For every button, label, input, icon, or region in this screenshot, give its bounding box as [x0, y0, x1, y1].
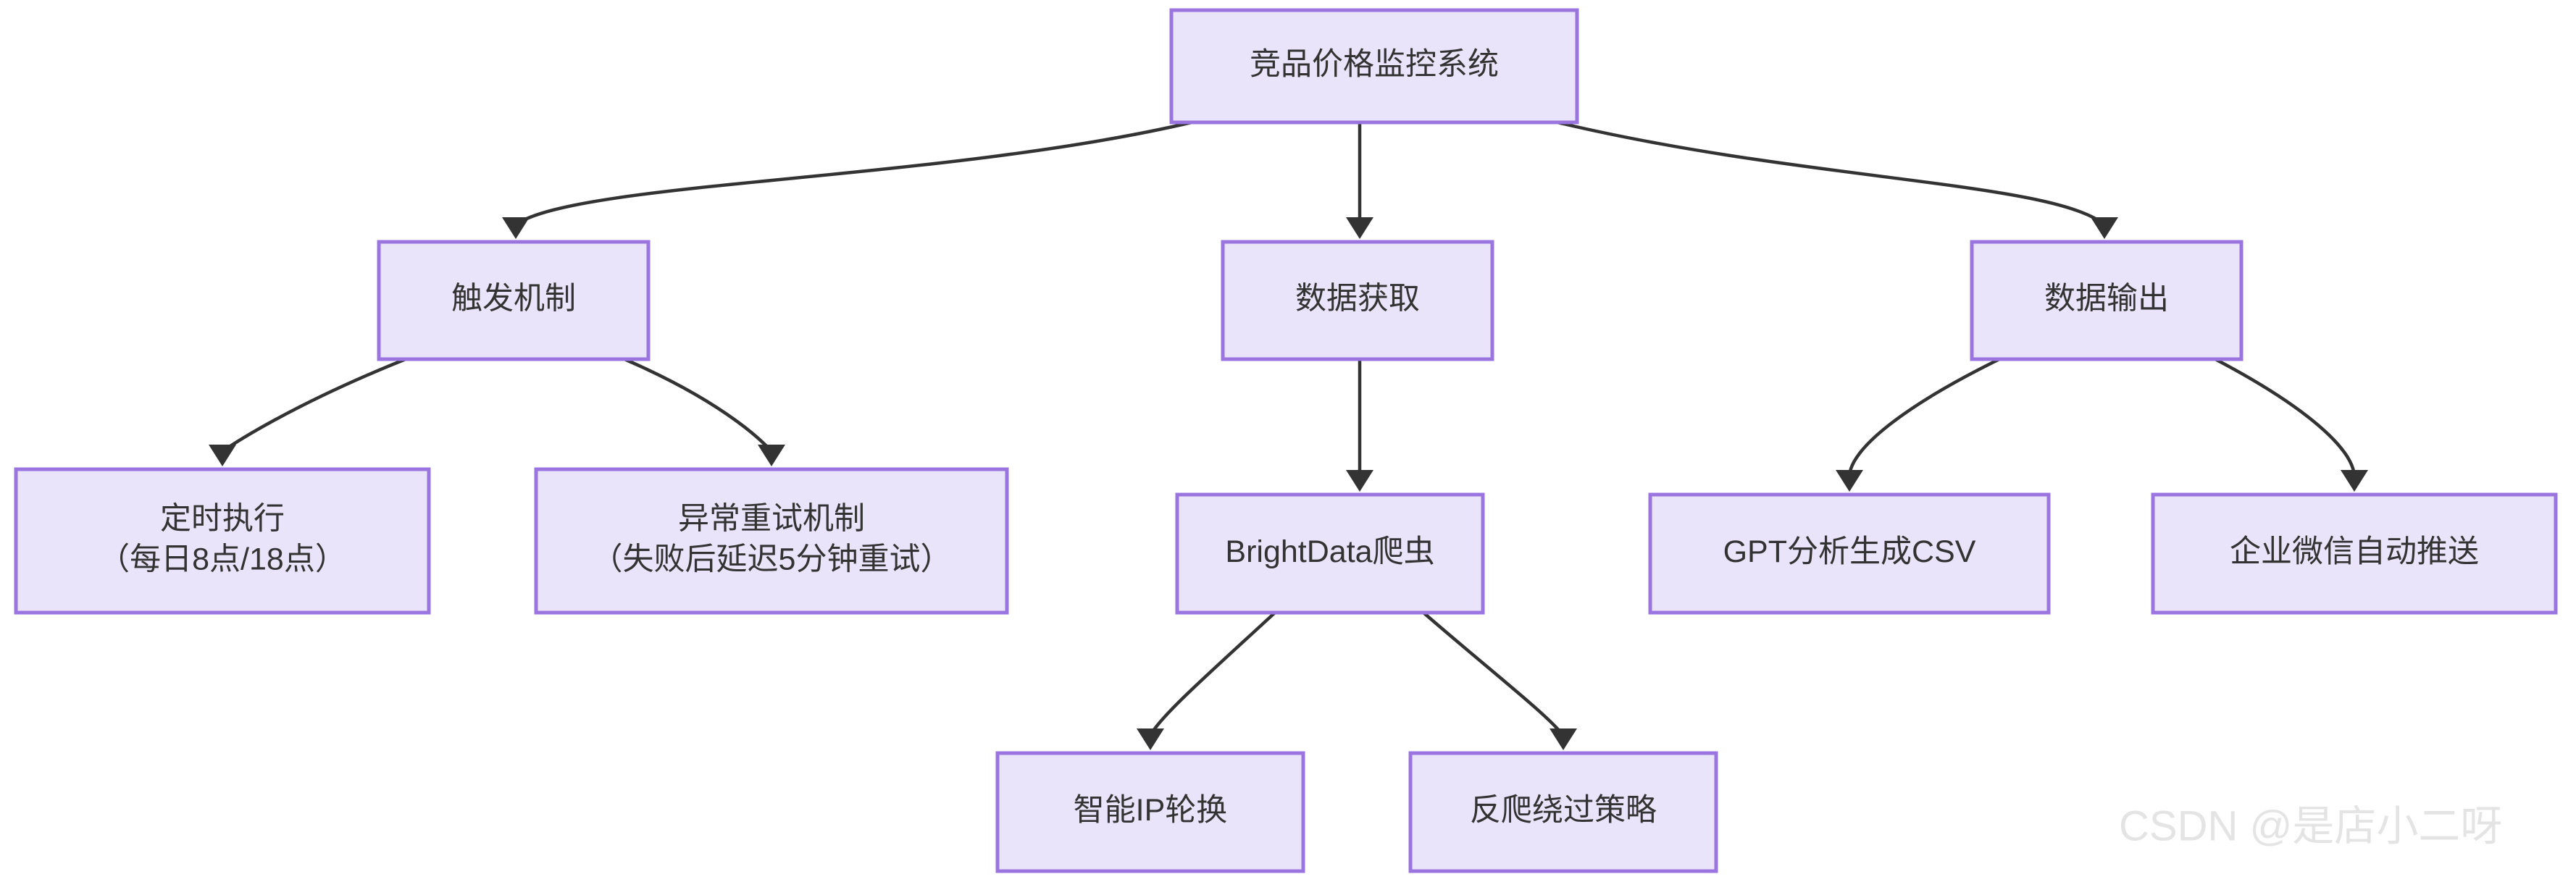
node-box[interactable]: [1221, 240, 1494, 361]
node-antibot[interactable]: 反爬绕过策略: [1408, 751, 1718, 873]
node-crawler[interactable]: BrightData爬虫: [1175, 492, 1485, 615]
arrowhead-icon: [1550, 728, 1577, 750]
edge-fetch-to-crawler: [1346, 359, 1373, 492]
node-label-antibot: 反爬绕过策略: [1470, 793, 1657, 828]
node-box[interactable]: [1175, 492, 1485, 615]
node-box[interactable]: [14, 467, 431, 615]
edge-line: [514, 120, 1192, 226]
node-label-trigger: 触发机制: [451, 281, 576, 316]
edge-line: [624, 357, 774, 453]
arrowhead-icon: [2091, 217, 2118, 239]
edge-crawler-to-antibot: [1422, 611, 1577, 750]
node-box[interactable]: [1648, 492, 2051, 615]
node-box[interactable]: [2151, 492, 2558, 615]
node-root[interactable]: 竞品价格监控系统: [1169, 8, 1579, 125]
node-label-fetch: 数据获取: [1295, 281, 1420, 316]
edge-root-to-fetch: [1346, 122, 1373, 239]
arrowhead-icon: [1346, 217, 1373, 239]
arrowhead-icon: [1346, 470, 1373, 492]
node-fetch[interactable]: 数据获取: [1221, 240, 1494, 361]
node-gpt[interactable]: GPT分析生成CSV: [1648, 492, 2051, 615]
node-label-wechat: 企业微信自动推送: [2230, 534, 2479, 569]
node-label-gpt: GPT分析生成CSV: [1723, 534, 1976, 569]
node-schedule[interactable]: 定时执行 （每日8点/18点）: [14, 467, 431, 615]
edge-line: [2214, 358, 2357, 478]
node-label-root: 竞品价格监控系统: [1250, 47, 1499, 82]
edge-trigger-to-schedule: [209, 357, 406, 466]
edge-line: [1557, 120, 2106, 226]
edge-root-to-output: [1557, 120, 2118, 239]
edge-line: [1847, 357, 2000, 478]
node-box[interactable]: [1970, 240, 2243, 361]
node-label-schedule-line2: （每日8点/18点）: [99, 542, 346, 576]
node-box[interactable]: [1408, 751, 1718, 873]
arrowhead-icon: [1137, 728, 1164, 750]
edge-trigger-to-retry: [624, 357, 785, 466]
arrowhead-icon: [209, 445, 236, 466]
edges-layer: [209, 120, 2368, 750]
node-label-output: 数据输出: [2044, 281, 2169, 316]
node-box[interactable]: [534, 467, 1009, 615]
arrowhead-icon: [1836, 470, 1863, 492]
arrowhead-icon: [2341, 470, 2368, 492]
edge-line: [1422, 611, 1565, 737]
edge-root-to-trigger: [502, 120, 1192, 239]
edge-output-to-gpt: [1836, 357, 2000, 492]
node-box[interactable]: [995, 751, 1305, 873]
node-wechat[interactable]: 企业微信自动推送: [2151, 492, 2558, 615]
node-label-ip: 智能IP轮换: [1074, 793, 1228, 828]
csdn-watermark: CSDN @是店小二呀: [2119, 802, 2502, 849]
edge-output-to-wechat: [2214, 358, 2368, 492]
edge-crawler-to-ip: [1137, 611, 1276, 750]
node-ip[interactable]: 智能IP轮换: [995, 751, 1305, 873]
arrowhead-icon: [758, 445, 785, 466]
edge-line: [1148, 611, 1276, 737]
node-box[interactable]: [377, 240, 651, 361]
node-trigger[interactable]: 触发机制: [377, 240, 651, 361]
node-label-schedule-line1: 定时执行: [160, 501, 285, 536]
node-label-retry-line2: （失败后延迟5分钟重试）: [592, 542, 952, 576]
edge-line: [221, 357, 406, 453]
node-label-crawler: BrightData爬虫: [1225, 534, 1434, 569]
node-retry[interactable]: 异常重试机制 （失败后延迟5分钟重试）: [534, 467, 1009, 615]
node-box[interactable]: [1169, 8, 1579, 125]
node-output[interactable]: 数据输出: [1970, 240, 2243, 361]
node-label-retry-line1: 异常重试机制: [678, 501, 865, 536]
arrowhead-icon: [502, 217, 530, 239]
